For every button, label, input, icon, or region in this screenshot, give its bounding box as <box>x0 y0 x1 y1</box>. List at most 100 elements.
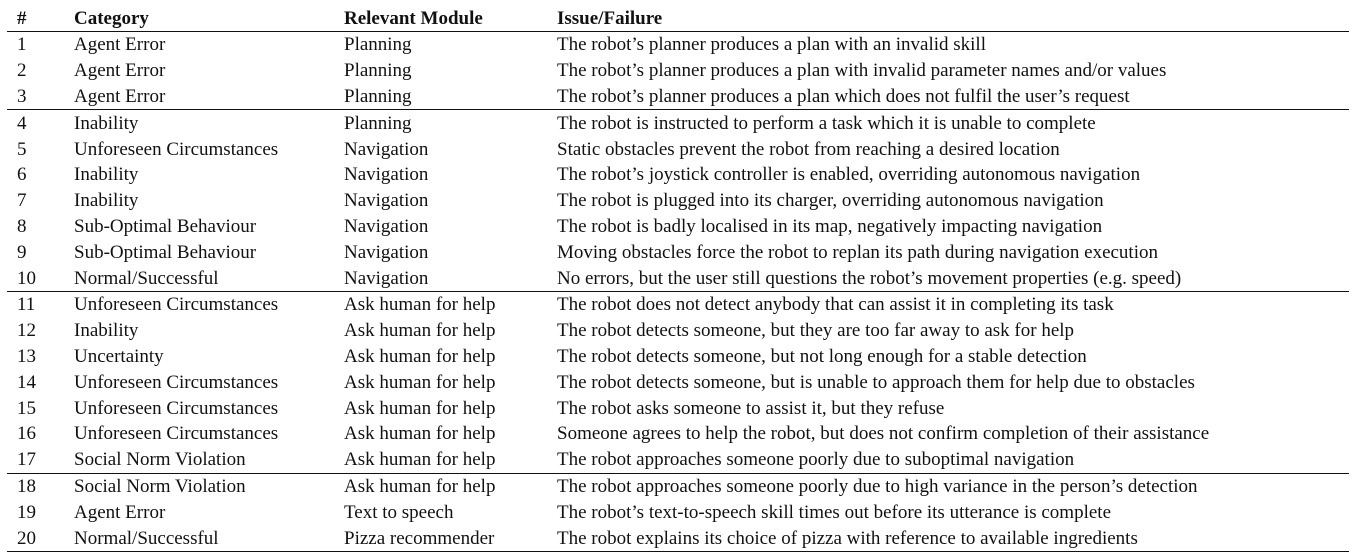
row-number: 10 <box>17 267 36 289</box>
row-category: Agent Error <box>74 501 166 523</box>
row-issue: The robot’s joystick controller is enabl… <box>557 164 1141 186</box>
row-issue: The robot’s planner produces a plan with… <box>557 60 1167 82</box>
row-module: Ask human for help <box>344 397 496 419</box>
row-issue: The robot is badly localised in its map,… <box>557 215 1103 237</box>
row-category: Inability <box>74 164 139 186</box>
row-number: 6 <box>17 164 27 186</box>
row-issue: The robot’s planner produces a plan with… <box>557 34 986 56</box>
row-module: Ask human for help <box>344 371 496 393</box>
row-category: Normal/Successful <box>74 267 219 289</box>
table-row: 3 Agent Error Planning The robot’s planner … <box>7 84 1349 110</box>
row-issue: The robot is plugged into its charger, o… <box>557 190 1104 212</box>
row-category: Sub-Optimal Behaviour <box>74 241 257 263</box>
row-category: Agent Error <box>74 60 166 82</box>
row-number: 18 <box>7 472 74 500</box>
row-category: Agent Error <box>74 85 166 107</box>
table-row: 13 Uncertainty Ask human for help The robot… <box>7 344 1349 370</box>
header-number: # <box>7 6 74 32</box>
row-module: Ask human for help <box>344 449 496 471</box>
row-number: 15 <box>17 397 36 419</box>
row-number: 17 <box>17 449 36 471</box>
row-number: 11 <box>7 290 74 318</box>
row-category: Agent Error <box>74 34 166 56</box>
row-issue: Static obstacles prevent the robot from … <box>557 138 1060 160</box>
row-module: Planning <box>344 34 412 56</box>
row-issue: The robot does not detect anybody that c… <box>557 290 1349 318</box>
header-issue: Issue/Failure <box>557 6 1349 32</box>
row-number: 12 <box>17 320 36 342</box>
row-issue: The robot is instructed to perform a tas… <box>557 109 1349 137</box>
table-header: # Category Relevant Module Issue/Failure <box>7 6 1349 32</box>
row-category: Unforeseen Circumstances <box>74 290 344 318</box>
table-row: 5 Unforeseen Circumstances Navigation Stati… <box>7 136 1349 162</box>
header-category: Category <box>74 6 344 32</box>
failure-table: # Category Relevant Module Issue/Failure… <box>7 6 1349 552</box>
row-module: Planning <box>344 60 412 82</box>
row-issue: The robot asks someone to assist it, but… <box>557 397 945 419</box>
row-module: Navigation <box>344 164 429 186</box>
row-category: Normal/Successful <box>74 525 344 552</box>
row-category: Sub-Optimal Behaviour <box>74 215 257 237</box>
row-category: Uncertainty <box>74 345 164 367</box>
row-number: 13 <box>17 345 36 367</box>
row-issue: No errors, but the user still questions … <box>557 267 1182 289</box>
row-module: Navigation <box>344 267 429 289</box>
row-issue: The robot detects someone, but not long … <box>557 345 1087 367</box>
row-issue: The robot detects someone, but they are … <box>557 320 1075 342</box>
table-row: 15 Unforeseen Circumstances Ask human for … <box>7 395 1349 421</box>
row-issue: The robot approaches someone poorly due … <box>557 472 1349 500</box>
table-row: 2 Agent Error Planning The robot’s planner … <box>7 58 1349 84</box>
row-category: Inability <box>74 109 344 137</box>
row-category: Inability <box>74 320 139 342</box>
row-module: Ask human for help <box>344 290 557 318</box>
row-number: 1 <box>17 34 27 56</box>
row-number: 3 <box>17 85 27 107</box>
row-module: Planning <box>344 85 412 107</box>
row-category: Unforeseen Circumstances <box>74 371 279 393</box>
row-module: Ask human for help <box>344 472 557 500</box>
row-category: Unforeseen Circumstances <box>74 138 279 160</box>
row-module: Ask human for help <box>344 423 496 445</box>
table-row: 14 Unforeseen Circumstances Ask human for … <box>7 369 1349 395</box>
row-category: Inability <box>74 190 139 212</box>
row-module: Ask human for help <box>344 345 496 367</box>
header-module: Relevant Module <box>344 6 557 32</box>
row-issue: The robot’s text-to-speech skill times o… <box>557 501 1112 523</box>
row-module: Navigation <box>344 215 429 237</box>
row-number: 4 <box>7 109 74 137</box>
row-number: 9 <box>17 241 27 263</box>
header-row: # Category Relevant Module Issue/Failure <box>7 6 1349 32</box>
row-number: 19 <box>17 501 36 523</box>
row-module: Text to speech <box>344 501 454 523</box>
table-row: 17 Social Norm Violation Ask human for hel… <box>7 447 1349 473</box>
row-number: 5 <box>17 138 27 160</box>
row-category: Unforeseen Circumstances <box>74 397 279 419</box>
row-module: Ask human for help <box>344 320 496 342</box>
row-module: Navigation <box>344 190 429 212</box>
table-row: 10 Normal/Successful Navigation No errors, … <box>7 265 1349 291</box>
row-number: 14 <box>17 371 36 393</box>
row-number: 2 <box>17 60 27 82</box>
row-module: Navigation <box>344 138 429 160</box>
row-number: 20 <box>7 525 74 552</box>
table-row: 12 Inability Ask human for help The robot d… <box>7 318 1349 344</box>
row-module: Navigation <box>344 241 429 263</box>
row-number: 16 <box>17 423 36 445</box>
row-number: 7 <box>17 190 27 212</box>
table-row: 19 Agent Error Text to speech The robot’s t… <box>7 499 1349 525</box>
row-issue: Moving obstacles force the robot to repl… <box>557 241 1158 263</box>
row-category: Social Norm Violation <box>74 449 246 471</box>
row-issue: The robot’s planner produces a plan whic… <box>557 85 1130 107</box>
table-row: 6 Inability Navigation The robot’s joystick… <box>7 162 1349 188</box>
row-module: Pizza recommender <box>344 525 557 552</box>
table-row: 9 Sub-Optimal Behaviour Navigation Moving o… <box>7 239 1349 265</box>
row-issue: The robot detects someone, but is unable… <box>557 371 1195 393</box>
row-issue: The robot approaches someone poorly due … <box>557 449 1075 471</box>
